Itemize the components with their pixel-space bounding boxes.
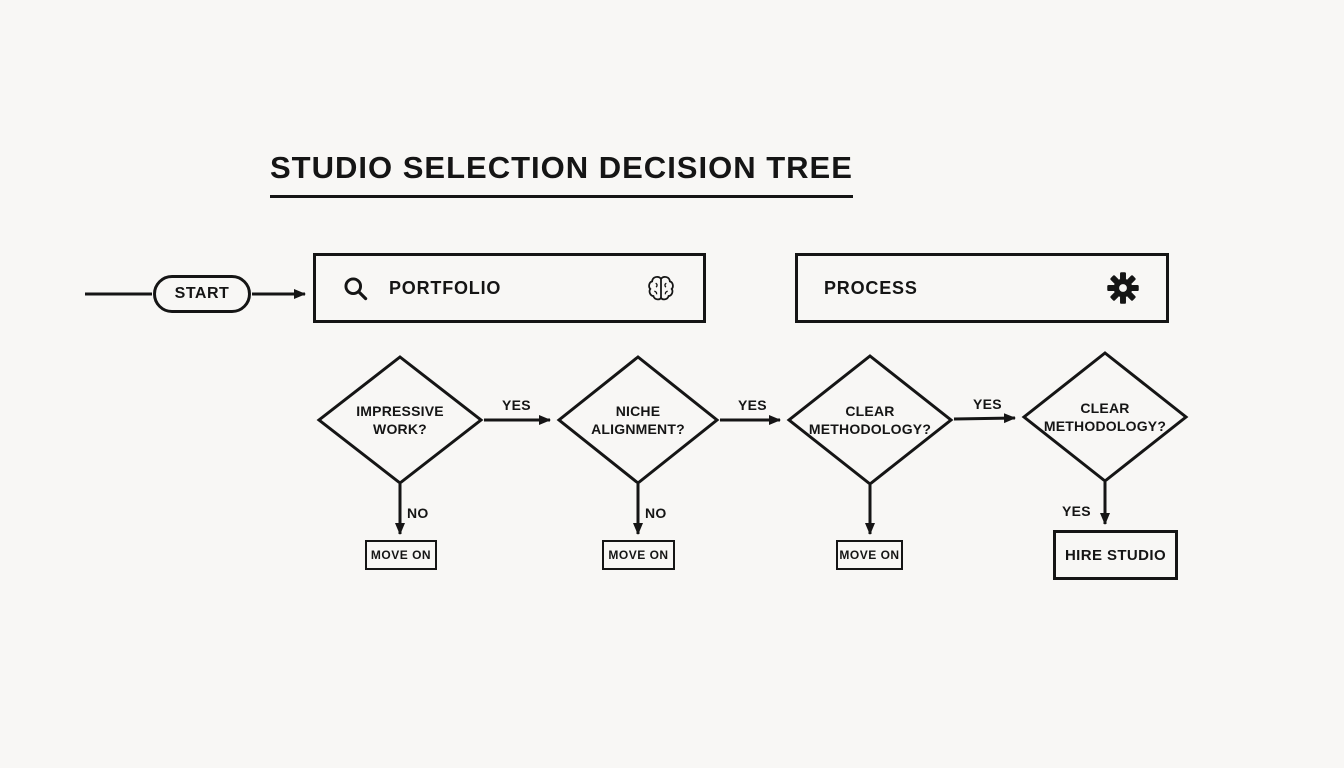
edge-label-no-2: NO <box>645 505 667 521</box>
outcome-move-on-3: MOVE ON <box>836 540 903 570</box>
edge-label-no-1: NO <box>407 505 429 521</box>
category-label-portfolio: PORTFOLIO <box>389 277 502 298</box>
edge-label-yes-4: YES <box>1062 503 1091 519</box>
category-box-portfolio: PORTFOLIO <box>313 253 706 323</box>
decision-label-clear-methodology: CLEAR METHODOLOGY? <box>808 402 932 437</box>
diamond-impressive-work <box>316 355 484 485</box>
edge-label-yes-3: YES <box>973 396 1002 412</box>
decision-label-impressive-work: IMPRESSIVE WORK? <box>356 402 444 437</box>
arrow-yes-3 <box>953 413 1016 424</box>
category-label-process: PROCESS <box>824 277 918 298</box>
brain-icon <box>645 274 677 303</box>
outcome-move-on-2: MOVE ON <box>602 540 675 570</box>
diamond-clear-methodology <box>786 354 954 486</box>
edge-label-yes-1: YES <box>502 397 531 413</box>
outcome-hire-studio: HIRE STUDIO <box>1053 530 1178 580</box>
page-title: STUDIO SELECTION DECISION TREE <box>270 150 853 198</box>
edge-label-yes-2: YES <box>738 397 767 413</box>
search-icon <box>342 275 369 302</box>
diamond-clear-methodology-2 <box>1021 351 1189 483</box>
start-node: START <box>153 275 251 313</box>
category-box-process: PROCESS <box>795 253 1169 323</box>
decision-label-niche-alignment: NICHE ALIGNMENT? <box>591 402 685 437</box>
decision-label-clear-methodology-2: CLEAR METHODOLOGY? <box>1043 399 1167 434</box>
start-label: START <box>174 285 230 302</box>
outcome-move-on-1: MOVE ON <box>365 540 437 570</box>
gear-icon <box>1106 271 1140 305</box>
diamond-niche-alignment <box>556 355 720 485</box>
